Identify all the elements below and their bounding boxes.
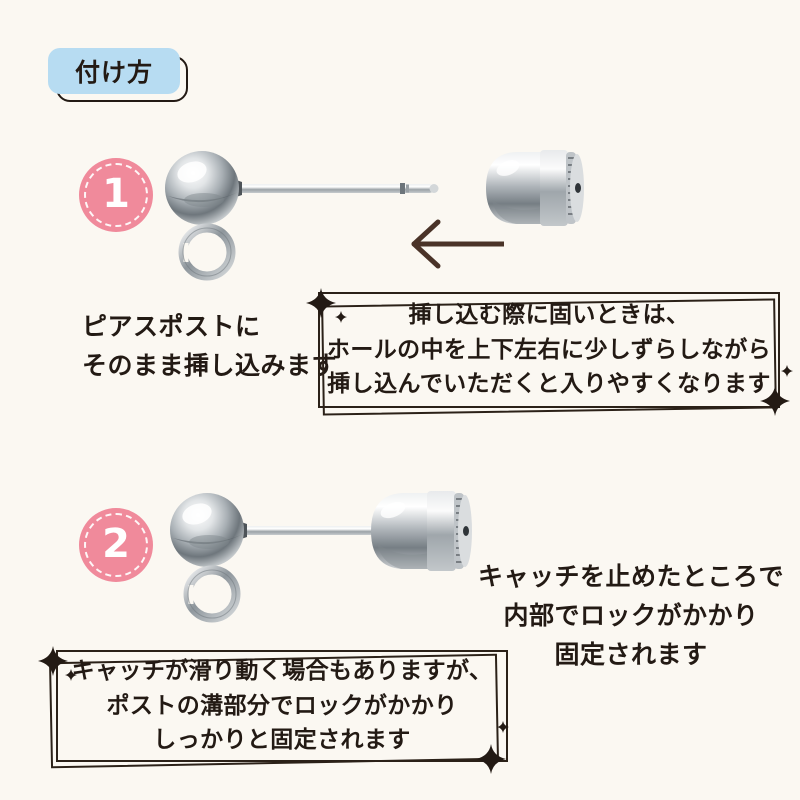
step-badge-2: 2 (79, 508, 153, 582)
step-badge-1-number: 1 (102, 170, 130, 217)
insert-direction-arrow (404, 216, 507, 272)
step-1-note-text: 挿し込む際に固いときは、 ホールの中を上下左右に少しずらしながら 挿し込んでいた… (326, 302, 772, 398)
step-1-note-box: 挿し込む際に固いときは、 ホールの中を上下左右に少しずらしながら 挿し込んでいた… (306, 288, 793, 416)
step-2-caption: キャッチを止めたところで 内部でロックがかかり 固定されます (478, 562, 785, 669)
earring-post-illustration (165, 151, 439, 281)
step-1-note-frame-outer (318, 292, 780, 408)
step-badge-1-dashed-ring (84, 163, 148, 227)
step-2-note-frame-outer (56, 650, 508, 762)
sparkle-icon (781, 365, 793, 377)
step-badge-2-number: 2 (102, 520, 130, 567)
earring-catch-photo (478, 138, 588, 238)
header-badge-label: 付け方 (74, 58, 153, 87)
step-badge-1: 1 (79, 158, 153, 232)
step-badge-2-dashed-ring (84, 513, 148, 577)
arrow-left-icon (411, 219, 507, 269)
header-badge-fill (48, 48, 180, 94)
step-1-caption: ピアスポストに そのまま挿し込みます (82, 312, 338, 380)
earring-post-photo (160, 140, 460, 290)
step-2-note-text: キャッチが滑り動く場合もありますが、 ポストの溝部分でロックがかかり しっかりと… (71, 658, 493, 754)
assembled-earring-illustration (170, 491, 472, 623)
assembled-earring-photo (165, 482, 475, 632)
step-2-note-box: キャッチが滑り動く場合もありますが、 ポストの溝部分でロックがかかり しっかりと… (38, 646, 509, 774)
earring-catch-illustration (486, 150, 584, 226)
header-badge: 付け方 (48, 48, 188, 102)
